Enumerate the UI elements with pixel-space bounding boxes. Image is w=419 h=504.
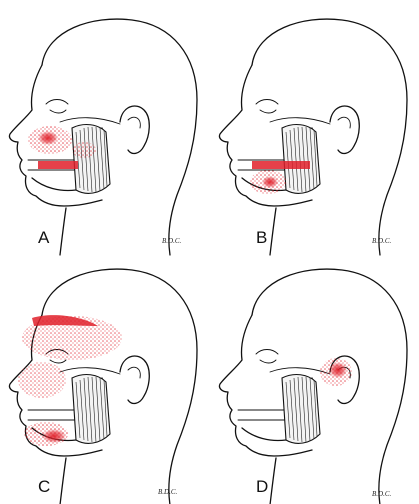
masseter-muscle-a bbox=[71, 123, 111, 194]
artist-signature-c: B.D.C. bbox=[158, 488, 178, 496]
referred-pain-core-b bbox=[262, 176, 278, 188]
panel-c: C B.D.C. bbox=[8, 268, 198, 504]
panel-letter-b: B bbox=[256, 228, 267, 247]
masseter-muscle-c bbox=[71, 373, 111, 444]
panel-letter-a: A bbox=[38, 228, 50, 247]
panel-d: D B.D.C. bbox=[218, 268, 408, 504]
referred-pain-core-a bbox=[38, 131, 58, 145]
referred-pain-forehead-c bbox=[22, 316, 122, 360]
referred-pain-cheek-c bbox=[18, 362, 66, 398]
referred-pain-zone-a2 bbox=[72, 142, 96, 158]
referred-pain-teeth-b bbox=[252, 161, 310, 169]
panel-letter-c: C bbox=[38, 477, 50, 496]
referred-pain-teeth-a bbox=[38, 161, 78, 169]
referred-pain-ear-core-d bbox=[329, 362, 347, 378]
artist-signature-d: B.D.C. bbox=[372, 490, 392, 498]
masseter-muscle-d bbox=[281, 373, 321, 444]
referred-pain-core-c bbox=[42, 429, 66, 443]
panel-b: B B.D.C. bbox=[218, 18, 408, 256]
panel-a: A B.D.C. bbox=[8, 18, 198, 256]
artist-signature-a: B.D.C. bbox=[162, 237, 182, 245]
panel-letter-d: D bbox=[256, 477, 268, 496]
masseter-muscle-b bbox=[281, 123, 321, 194]
artist-signature-b: B.D.C. bbox=[372, 237, 392, 245]
